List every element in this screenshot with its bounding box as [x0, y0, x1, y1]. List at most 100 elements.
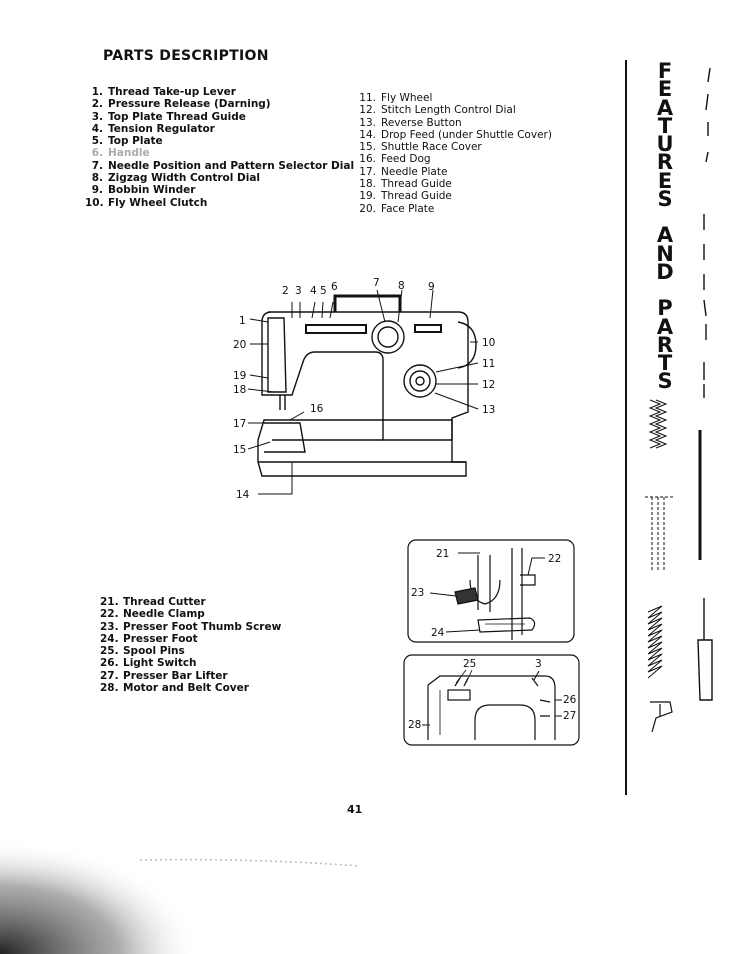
callout-20: 20 [233, 339, 246, 351]
item-text: Fly Wheel [381, 92, 433, 104]
list-item: 2.Pressure Release (Darning) [85, 98, 354, 110]
side-heading-letter: R [656, 332, 674, 357]
callout-8: 8 [398, 280, 405, 292]
side-heading-letter: R [656, 150, 674, 175]
item-number: 18. [359, 178, 376, 191]
callout-11: 11 [482, 358, 495, 370]
sewing-machine-diagram [247, 289, 479, 495]
side-heading-letter: U [656, 132, 674, 157]
list-item: 14. Drop Feed (under Shuttle Cover) [358, 129, 552, 141]
list-item: 25.Spool Pins [100, 645, 281, 657]
list-item: 26.Light Switch [100, 657, 281, 669]
callout-2: 2 [282, 285, 289, 297]
item-number: 14. [359, 128, 376, 141]
item-number: 11. [359, 92, 376, 104]
item-text: Thread Guide [381, 178, 452, 191]
side-heading-letter: T [657, 351, 673, 376]
side-heading-letter: F [657, 59, 673, 83]
list-item: 7.Needle Position and Pattern Selector D… [85, 160, 354, 172]
callout-6: 6 [331, 281, 338, 293]
callout-4: 4 [310, 285, 317, 297]
item-text: Shuttle Race Cover [381, 141, 482, 154]
item-text: Needle Clamp [123, 608, 205, 621]
callout-10: 10 [482, 337, 495, 349]
item-number: 25. [100, 645, 119, 658]
list-item: 24.Presser Foot [100, 633, 281, 645]
item-number: 28. [100, 682, 119, 695]
item-text: Motor and Belt Cover [123, 682, 249, 695]
side-heading-letter: S [657, 369, 673, 394]
item-number: 19. [359, 190, 376, 203]
item-number: 5. [91, 135, 103, 148]
item-number: 3. [91, 110, 103, 123]
item-text: Bobbin Winder [108, 184, 196, 197]
list-item: 8. Zigzag Width Control Dial [85, 172, 354, 184]
item-number: 22. [100, 608, 119, 621]
callout-5: 5 [320, 285, 327, 297]
callout-3: 3 [295, 285, 302, 297]
presser-foot-diagram [407, 539, 575, 643]
scan-speckle [139, 858, 361, 867]
side-heading-letter: E [657, 77, 673, 102]
callout-15: 15 [233, 444, 246, 456]
callout-3b: 3 [535, 658, 542, 670]
straight-stitch-icon [645, 496, 675, 570]
callout-25: 25 [463, 658, 476, 670]
item-number: 13. [359, 116, 376, 129]
list-item: 15.Shuttle Race Cover [358, 141, 552, 153]
callout-14: 14 [236, 489, 250, 501]
item-number: 8. [91, 172, 103, 185]
side-heading-letter: E [657, 168, 673, 193]
list-item: 1.Thread Take-up Lever [85, 86, 354, 98]
callout-19: 19 [233, 370, 246, 382]
item-text: Feed Dog [381, 153, 431, 166]
list-item: 11. Fly Wheel [358, 92, 552, 104]
side-heading-letter: A [656, 95, 674, 120]
page-number: 41 [347, 803, 363, 816]
side-heading-letter: N [656, 241, 674, 266]
item-text: Zigzag Width Control Dial [108, 172, 261, 185]
callout-28: 28 [408, 719, 421, 731]
item-text: Top Plate Thread Guide [108, 110, 246, 123]
item-text: Presser Foot Thumb Screw [123, 620, 282, 633]
decorative-stitch-icon [647, 605, 663, 679]
list-item: 4.Tension Regulator [85, 123, 354, 135]
item-text: Face Plate [381, 202, 435, 215]
top-view-diagram [403, 654, 580, 746]
item-text: Drop Feed (under Shuttle Cover) [381, 128, 552, 141]
item-number: 17. [359, 165, 376, 178]
presser-foot-icon [650, 701, 673, 733]
callout-1: 1 [239, 315, 246, 327]
item-number: 1. [91, 86, 103, 98]
presser-foot-callouts: 21 22 23 24 [411, 548, 561, 639]
page-title: PARTS DESCRIPTION [103, 48, 269, 64]
callout-26: 26 [563, 694, 577, 706]
list-item: 13. Reverse Button [358, 117, 552, 129]
item-text: Fly Wheel Clutch [108, 196, 208, 209]
side-heading-letter: A [656, 223, 674, 248]
list-item: 9.Bobbin Winder [85, 184, 354, 196]
adjacent-page-edge [697, 67, 713, 701]
list-item: 21.Thread Cutter [100, 596, 281, 608]
list-item: 19.Thread Guide [358, 190, 552, 202]
callout-22: 22 [548, 553, 561, 565]
list-item: 6.Handle [85, 147, 354, 159]
list-item: 18. Thread Guide [358, 178, 552, 190]
side-heading-letter: A [656, 314, 674, 339]
list-item: 12.Stitch Length Control Dial [358, 104, 552, 116]
side-divider [625, 60, 627, 795]
item-number: 7. [91, 159, 103, 172]
item-text: Reverse Button [381, 116, 462, 129]
side-heading-letter: D [656, 259, 674, 284]
list-item: 10.Fly Wheel Clutch [85, 197, 354, 209]
item-number: 16. [359, 153, 376, 166]
callout-7: 7 [373, 277, 380, 289]
main-callouts: 1 2 3 4 5 6 7 8 9 10 11 12 13 14 15 16 1… [233, 277, 495, 501]
callout-18: 18 [233, 384, 246, 396]
item-number: 27. [100, 669, 119, 682]
item-number: 12. [359, 104, 376, 117]
callout-24: 24 [431, 627, 445, 639]
item-text: Presser Foot [123, 632, 198, 645]
